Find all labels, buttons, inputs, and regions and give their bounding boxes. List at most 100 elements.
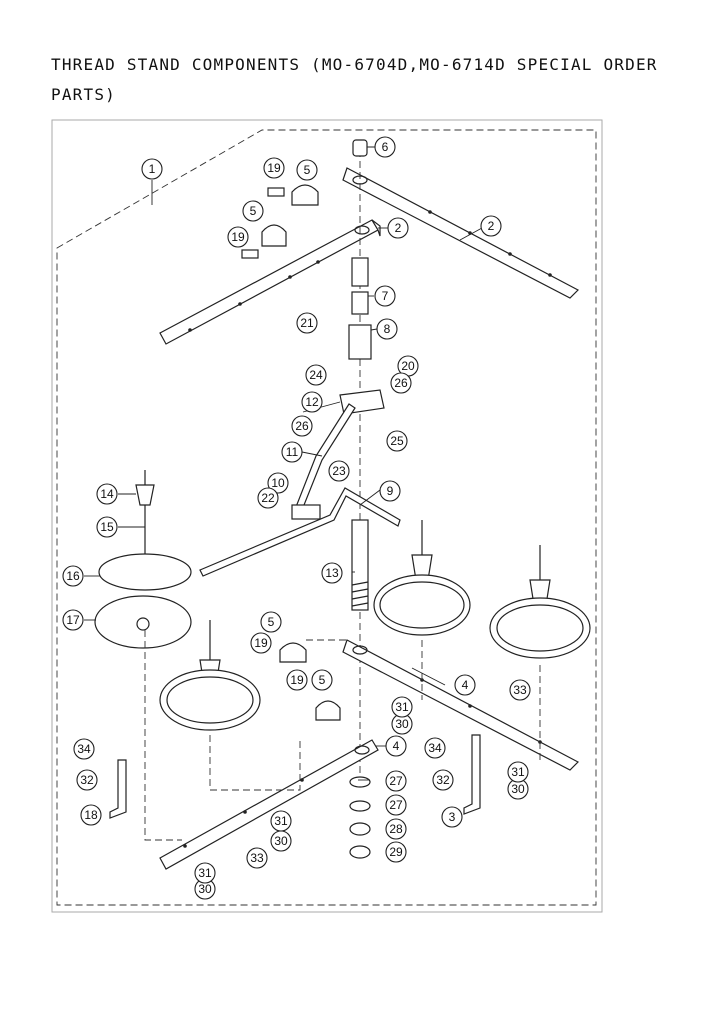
callout-5c: 5	[260, 611, 282, 633]
svg-text:32: 32	[436, 773, 450, 787]
callout-11: 11	[281, 441, 303, 463]
svg-text:10: 10	[271, 476, 285, 490]
callout-2b: 2	[480, 215, 502, 237]
callout-32b: 32	[432, 769, 454, 791]
svg-text:29: 29	[389, 845, 403, 859]
svg-text:19: 19	[231, 230, 245, 244]
svg-text:24: 24	[309, 368, 323, 382]
screw	[241, 249, 259, 259]
svg-text:8: 8	[384, 322, 391, 336]
svg-text:31: 31	[395, 700, 409, 714]
callout-13: 13	[321, 562, 343, 584]
callout-32a: 32	[76, 769, 98, 791]
callout-9: 9	[379, 480, 401, 502]
spool-cone-left	[135, 484, 155, 506]
svg-text:16: 16	[66, 569, 80, 583]
callout-1: 1	[141, 158, 163, 180]
svg-text:2: 2	[395, 221, 402, 235]
svg-text:18: 18	[84, 808, 98, 822]
callout-19d: 19	[286, 669, 308, 691]
svg-text:33: 33	[250, 851, 264, 865]
svg-text:32: 32	[80, 773, 94, 787]
clamp-top-2	[261, 224, 287, 247]
svg-text:14: 14	[100, 487, 114, 501]
svg-text:33: 33	[513, 683, 527, 697]
callout-7: 7	[374, 285, 396, 307]
lower-arm-right	[342, 639, 579, 771]
disc-lower-left	[94, 595, 192, 649]
upper-arm-right	[342, 167, 579, 299]
svg-text:15: 15	[100, 520, 114, 534]
svg-text:30: 30	[395, 717, 409, 731]
svg-text:13: 13	[325, 566, 339, 580]
callout-30c: 30	[270, 830, 292, 852]
callout-29: 29	[385, 841, 407, 863]
svg-text:23: 23	[332, 464, 346, 478]
joint	[351, 291, 369, 315]
svg-text:11: 11	[286, 445, 299, 459]
svg-text:3: 3	[449, 810, 456, 824]
svg-text:30: 30	[274, 834, 288, 848]
svg-text:31: 31	[198, 866, 212, 880]
sleeve	[348, 324, 372, 360]
cap	[352, 139, 368, 157]
callout-30d: 30	[194, 878, 216, 900]
callout-20: 20	[397, 355, 419, 377]
callout-18: 18	[80, 804, 102, 826]
callout-34b: 34	[424, 737, 446, 759]
callout-21: 21	[296, 312, 318, 334]
svg-text:5: 5	[319, 673, 326, 687]
disc-center-right	[373, 574, 471, 636]
callout-24: 24	[305, 364, 327, 386]
callout-27b: 27	[385, 794, 407, 816]
svg-text:21: 21	[300, 316, 314, 330]
callout-16: 16	[62, 565, 84, 587]
callout-17: 17	[62, 609, 84, 631]
svg-text:30: 30	[198, 882, 212, 896]
page-title: THREAD STAND COMPONENTS (MO-6704D,MO-671…	[51, 55, 658, 104]
svg-text:17: 17	[66, 613, 80, 627]
callout-19b: 19	[227, 226, 249, 248]
svg-text:2: 2	[488, 219, 495, 233]
callout-15: 15	[96, 516, 118, 538]
disc-upper-left	[98, 553, 192, 591]
callout-4a: 4	[385, 735, 407, 757]
svg-text:4: 4	[462, 678, 469, 692]
svg-text:5: 5	[304, 163, 311, 177]
svg-text:9: 9	[387, 484, 394, 498]
bracket-left	[109, 759, 127, 819]
svg-text:6: 6	[382, 140, 389, 154]
bar	[199, 487, 401, 577]
callout-31d: 31	[194, 862, 216, 884]
screw	[267, 187, 285, 197]
callout-5a: 5	[296, 159, 318, 181]
callout-6: 6	[374, 136, 396, 158]
svg-text:22: 22	[261, 491, 275, 505]
callout-34a: 34	[73, 738, 95, 760]
svg-text:31: 31	[274, 814, 288, 828]
svg-text:25: 25	[390, 434, 404, 448]
disc-right	[489, 597, 591, 659]
callout-22: 22	[257, 487, 279, 509]
svg-text:20: 20	[401, 359, 415, 373]
svg-text:19: 19	[267, 161, 281, 175]
callout-10: 10	[267, 472, 289, 494]
disc-center-left	[159, 669, 261, 731]
callout-33b: 33	[246, 847, 268, 869]
callout-27a: 27	[385, 770, 407, 792]
svg-text:26: 26	[295, 419, 309, 433]
callout-23: 23	[328, 460, 350, 482]
clamp-top	[291, 184, 319, 206]
callout-4b: 4	[454, 674, 476, 696]
svg-text:34: 34	[77, 742, 91, 756]
svg-text:31: 31	[511, 765, 525, 779]
upper-pipe	[351, 257, 369, 287]
svg-text:5: 5	[268, 615, 275, 629]
callout-33a: 33	[509, 679, 531, 701]
svg-text:4: 4	[393, 739, 400, 753]
svg-text:7: 7	[382, 289, 389, 303]
svg-text:19: 19	[290, 673, 304, 687]
callout-19c: 19	[250, 632, 272, 654]
svg-text:1: 1	[149, 162, 156, 176]
